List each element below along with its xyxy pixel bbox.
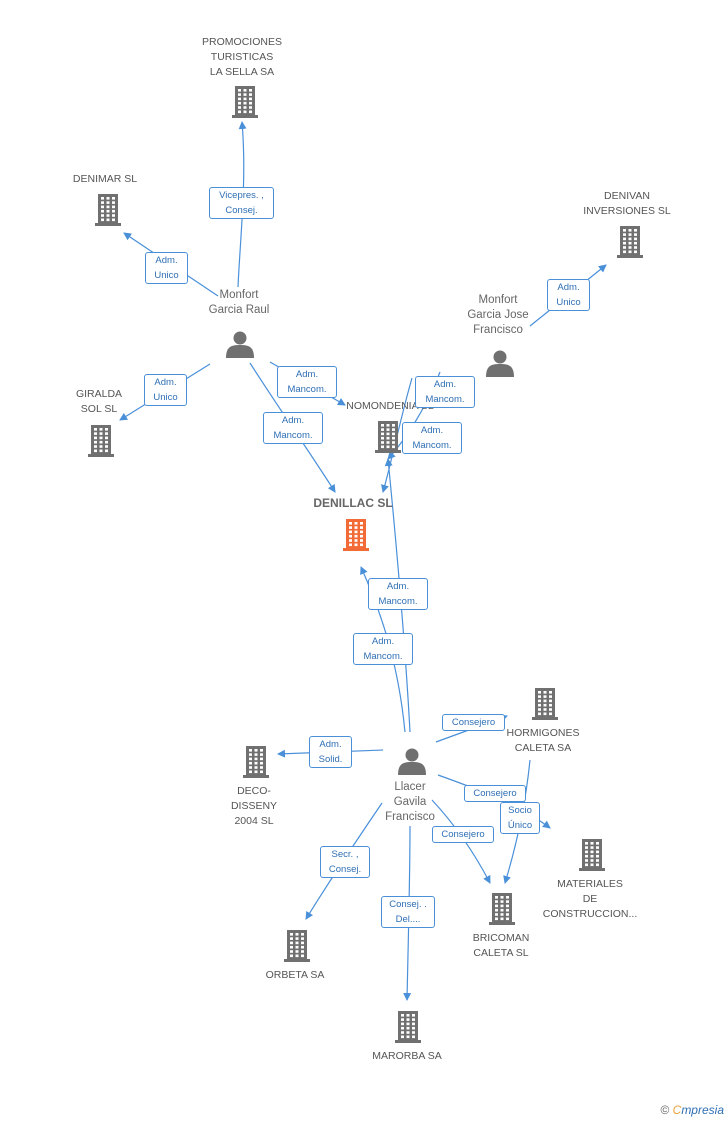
relation-label-r2[interactable]: Adm. Unico (145, 252, 188, 284)
company-name-giralda[interactable]: GIRALDA SOL SL (75, 388, 123, 415)
company-name-deco[interactable]: DECO- DISSENY 2004 SL (230, 785, 278, 827)
relation-label-r1[interactable]: Vicepres. , Consej. (209, 187, 274, 219)
relation-label-r12[interactable]: Adm. Solid. (309, 736, 352, 768)
relation-label-r14[interactable]: Socio Único (500, 802, 540, 834)
building-icon-denivan[interactable] (617, 226, 643, 258)
building-icon-deco[interactable] (243, 746, 269, 778)
company-name-materiales[interactable]: MATERIALES DE CONSTRUCCION... (542, 878, 638, 920)
relation-label-r11[interactable]: Consejero (442, 714, 505, 731)
company-name-denimar[interactable]: DENIMAR SL (72, 173, 138, 185)
building-icon-denillac[interactable] (343, 519, 369, 551)
brand-first-letter: C (672, 1103, 682, 1117)
footer-brand[interactable]: © Cmpresia (660, 1103, 724, 1117)
company-name-orbeta[interactable]: ORBETA SA (265, 969, 325, 981)
relation-label-r4[interactable]: Adm. Unico (144, 374, 187, 406)
building-icon-hormigones[interactable] (532, 688, 558, 720)
company-name-hormigones[interactable]: HORMIGONES CALETA SA (506, 727, 580, 754)
building-icon-materiales[interactable] (579, 839, 605, 871)
building-icon-nomondenia[interactable] (375, 421, 401, 453)
company-name-denillac[interactable]: DENILLAC SL (313, 496, 393, 510)
relation-label-r7[interactable]: Adm. Mancom. (415, 376, 475, 408)
building-icon-promociones[interactable] (232, 86, 258, 118)
company-name-promociones[interactable]: PROMOCIONES TURISTICAS LA SELLA SA (202, 36, 282, 78)
person-name-llacer[interactable]: Llacer Gavila Francisco (385, 781, 435, 823)
building-icon-bricoman[interactable] (489, 893, 515, 925)
relation-label-r3[interactable]: Adm. Unico (547, 279, 590, 311)
person-name-monfort_raul[interactable]: Monfort Garcia Raul (208, 289, 270, 316)
nodes-layer (88, 86, 643, 1043)
relation-label-r8[interactable]: Adm. Mancom. (402, 422, 462, 454)
building-icon-marorba[interactable] (395, 1011, 421, 1043)
person-name-monfort_jose[interactable]: Monfort Garcia Jose Francisco (467, 294, 529, 336)
brand-name: mpresia (681, 1103, 724, 1117)
relation-label-r10[interactable]: Adm. Mancom. (353, 633, 413, 665)
building-icon-giralda[interactable] (88, 425, 114, 457)
person-icon-monfort_raul[interactable] (226, 331, 254, 359)
relation-label-r6[interactable]: Adm. Mancom. (263, 412, 323, 444)
relation-label-r13[interactable]: Consejero (464, 785, 526, 802)
company-name-bricoman[interactable]: BRICOMAN CALETA SL (472, 932, 530, 959)
person-icon-monfort_jose[interactable] (486, 350, 514, 378)
person-icon-llacer[interactable] (398, 748, 426, 776)
relation-label-r15[interactable]: Consejero (432, 826, 494, 843)
company-name-denivan[interactable]: DENIVAN INVERSIONES SL (583, 190, 671, 217)
relation-label-r16[interactable]: Secr. , Consej. (320, 846, 370, 878)
relation-label-r17[interactable]: Consej. . Del.... (381, 896, 435, 928)
company-name-marorba[interactable]: MARORBA SA (372, 1050, 442, 1062)
relation-label-r5[interactable]: Adm. Mancom. (277, 366, 337, 398)
copyright-symbol: © (660, 1103, 670, 1117)
building-icon-orbeta[interactable] (284, 930, 310, 962)
building-icon-denimar[interactable] (95, 194, 121, 226)
edge-r15 (431, 799, 491, 884)
relation-label-r9[interactable]: Adm. Mancom. (368, 578, 428, 610)
